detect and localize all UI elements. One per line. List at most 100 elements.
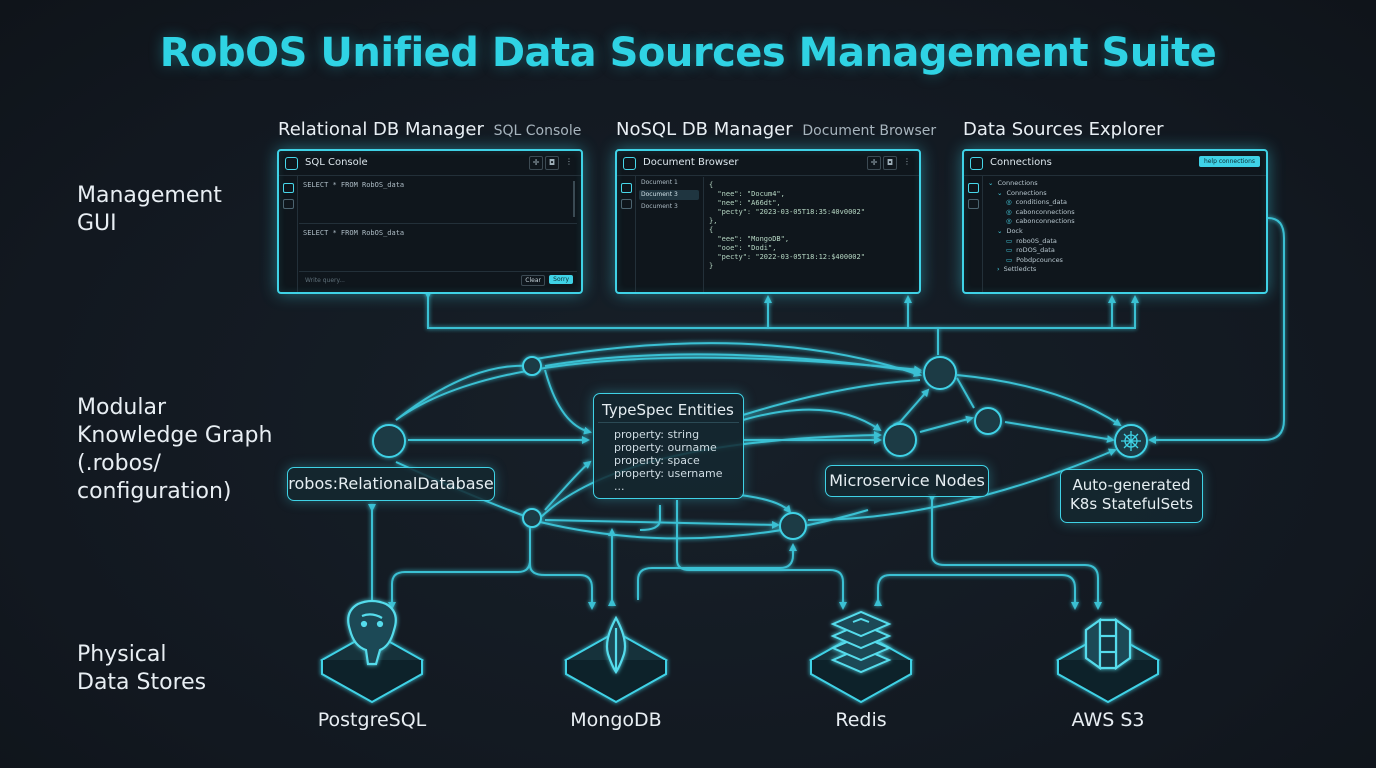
typespec-property: property: string [614,428,700,441]
graph-edge [919,415,974,433]
row-label-line: configuration) [77,479,232,504]
nosql-panel-title: NoSQL DB Manager Document Browser [616,119,936,140]
graph-edge [544,460,592,511]
tree-item[interactable]: ◎cabonconnections [988,217,1258,227]
explorer-panel-title: Data Sources Explorer [963,119,1164,140]
tree-item-label: robo0S_data [1016,236,1057,245]
store-line [637,543,797,600]
more-icon[interactable]: ⋮ [903,157,911,166]
panel-header: Connections help connections [964,151,1266,176]
tree-item[interactable]: ◎conditions_data [988,198,1258,208]
tree-item-label: Connections [997,179,1038,187]
graph-edge [956,377,975,409]
document-list: Document 1 Document 3 Document 3 [637,177,704,292]
redis-icon [830,610,892,674]
graph-node [372,424,406,458]
tree-item[interactable]: ⌄Dock [988,227,1258,237]
row-label-line: (.robos/ [77,451,161,476]
graph-edge [742,408,882,432]
query-input[interactable]: Write query... [305,277,345,284]
database-icon[interactable] [968,199,979,209]
store-line [639,505,661,531]
graph-edge [395,364,531,421]
row-label-line: Knowledge Graph [77,423,273,448]
tree-toggle-icon: ◎ [1006,198,1012,207]
tree-toggle-icon: ◎ [1006,207,1012,216]
connections-tree: ⌄Connections⌄Connections◎conditions_data… [988,179,1258,275]
document-list-item[interactable]: Document 3 [641,191,678,198]
json-document-view: { "nee": "Docum4", "nee": "A66dt", "pect… [709,181,865,270]
settings-icon[interactable]: ◘ [883,156,897,170]
row-label-management-gui: Management GUI [77,182,222,238]
tree-toggle-icon: › [997,265,1000,274]
tree-item[interactable]: ◎cabonconnections [988,208,1258,218]
mongodb-icon [605,615,627,674]
row-label-line: Management [77,183,222,208]
divider [598,422,739,423]
store-line [874,574,1079,610]
tree-item-label: cabonconnections [1015,207,1075,216]
document-browser-panel: Document Browser ✛ ◘ ⋮ Document 1 Docume… [615,149,921,294]
store-line [676,500,847,610]
tree-item[interactable]: ▭roDOS_data [988,246,1258,256]
run-button[interactable]: Sorry [549,275,573,284]
tree-item[interactable]: ▭robo0S_data [988,237,1258,247]
typespec-property: property: ourname [614,441,717,454]
editor-icon[interactable] [283,183,294,193]
sql-query-text: SELECT * FROM RobOS_data [303,229,405,237]
more-icon[interactable]: ⋮ [565,157,573,166]
graph-edge [539,509,869,540]
row-label-line: Physical [77,642,167,667]
tree-item-label: Connections [1006,188,1047,197]
redis-label: Redis [835,709,887,731]
panel-header-title: Connections [990,157,1052,168]
graph-edge [956,374,1122,427]
panel-sidebar [964,175,983,292]
row-label-line: GUI [77,211,117,236]
scrollbar[interactable] [573,181,575,217]
store-line [928,494,1102,610]
help-connections-button[interactable]: help connections [1198,156,1260,167]
tree-toggle-icon: ◎ [1006,217,1012,226]
query-editor-top[interactable]: SELECT * FROM RobOS_data [299,177,577,224]
documents-icon[interactable] [621,183,632,193]
selected-highlight [639,190,699,200]
query-input-bar: Write query... Clear Sorry [299,271,577,291]
settings-icon[interactable]: ◘ [545,156,559,170]
tree-toggle-icon: ⌄ [997,226,1003,235]
tree-item[interactable]: ⌄Connections [988,179,1258,189]
history-icon[interactable] [283,199,294,209]
tree-item[interactable]: ▭Pobdpcounces [988,256,1258,266]
document-list-item[interactable]: Document 1 [641,179,678,186]
tree-toggle-icon: ▭ [1006,255,1013,264]
tree-item-label: Pobdpcounces [1016,255,1063,264]
store-line [529,530,596,610]
move-icon[interactable]: ✛ [867,156,881,170]
panel-header: Document Browser ✛ ◘ ⋮ [617,151,919,176]
sql-console-panel: SQL Console ✛ ◘ ⋮ SELECT * FROM RobOS_da… [277,149,583,294]
move-icon[interactable]: ✛ [529,156,543,170]
page-title: RobOS Unified Data Sources Management Su… [159,30,1217,76]
panel-sidebar [617,175,636,292]
tree-item-label: cabonconnections [1015,217,1075,226]
relational-database-node: robos:RelationalDatabase [287,467,495,501]
tree-item[interactable]: ›Settledcts [988,265,1258,275]
graph-edge [742,379,921,416]
graph-edge [1004,421,1115,443]
node-label-line: K8s StatefulSets [1069,495,1194,513]
row-label-line: Data Stores [77,670,207,695]
query-editor-bottom[interactable]: SELECT * FROM RobOS_data [299,225,577,271]
graph-edge [529,342,922,377]
row-label-physical: Physical Data Stores [77,641,206,697]
collections-icon[interactable] [621,199,632,209]
clear-button[interactable]: Clear [521,275,545,286]
relational-panel-title: Relational DB Manager SQL Console [278,119,581,140]
tree-item[interactable]: ⌄Connections [988,189,1258,199]
app-logo-icon [623,157,636,170]
panel-title-text: NoSQL DB Manager [616,119,793,140]
list-icon[interactable] [968,183,979,193]
document-list-item[interactable]: Document 3 [641,203,678,210]
